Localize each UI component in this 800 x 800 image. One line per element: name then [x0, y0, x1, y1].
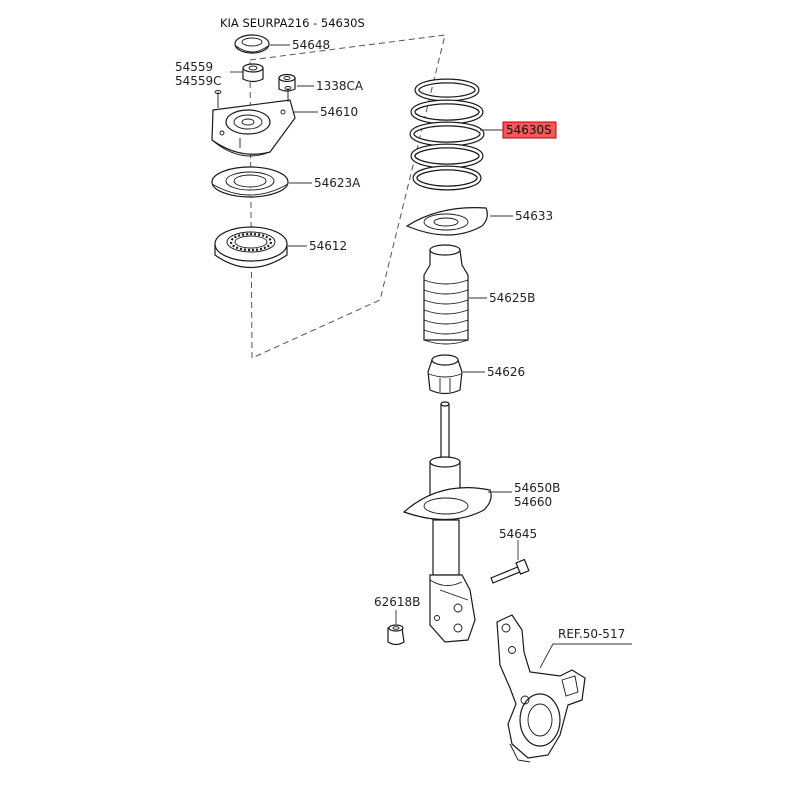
label-54626: 54626 — [487, 365, 525, 379]
part-62618b-nut[interactable] — [387, 624, 405, 646]
label-54633: 54633 — [515, 209, 553, 223]
part-54625b-dust-boot[interactable] — [423, 244, 469, 345]
part-54610-strut-mount[interactable] — [211, 86, 296, 157]
assembly-group-outline — [249, 34, 446, 359]
part-54612-bearing[interactable] — [214, 226, 288, 269]
label-54559: 54559 — [175, 60, 213, 74]
part-54633-spring-pad[interactable] — [405, 207, 488, 236]
label-54645: 54645 — [499, 527, 537, 541]
label-54623a: 54623A — [314, 176, 361, 190]
label-54648: 54648 — [292, 38, 330, 52]
label-54625b: 54625B — [489, 291, 535, 305]
label-ref-50-517[interactable]: REF.50-517 — [558, 627, 625, 641]
diagram-title: KIA SEURPA216 - 54630S — [220, 16, 365, 30]
part-54623a-insulator[interactable] — [211, 166, 289, 198]
part-54650b-strut-assembly[interactable] — [402, 401, 492, 643]
part-54559-nut[interactable] — [242, 63, 264, 83]
part-1338ca-nut[interactable] — [278, 73, 296, 92]
label-54559c: 54559C — [175, 74, 222, 88]
steering-knuckle-reference[interactable] — [496, 614, 586, 763]
part-54630s-coil-spring[interactable] — [409, 78, 485, 191]
label-54650b: 54650B — [514, 481, 560, 495]
part-54645-bolt[interactable] — [490, 558, 530, 584]
part-54648-cap[interactable] — [234, 34, 270, 54]
label-1338ca: 1338CA — [316, 79, 364, 93]
label-54612: 54612 — [309, 239, 347, 253]
label-62618b: 62618B — [374, 595, 420, 609]
label-54630s[interactable]: 54630S — [506, 123, 552, 137]
part-54626-bump-stopper[interactable] — [427, 354, 463, 395]
label-54660: 54660 — [514, 495, 552, 509]
label-54610: 54610 — [320, 105, 358, 119]
highlight-box-54630s — [502, 121, 557, 139]
